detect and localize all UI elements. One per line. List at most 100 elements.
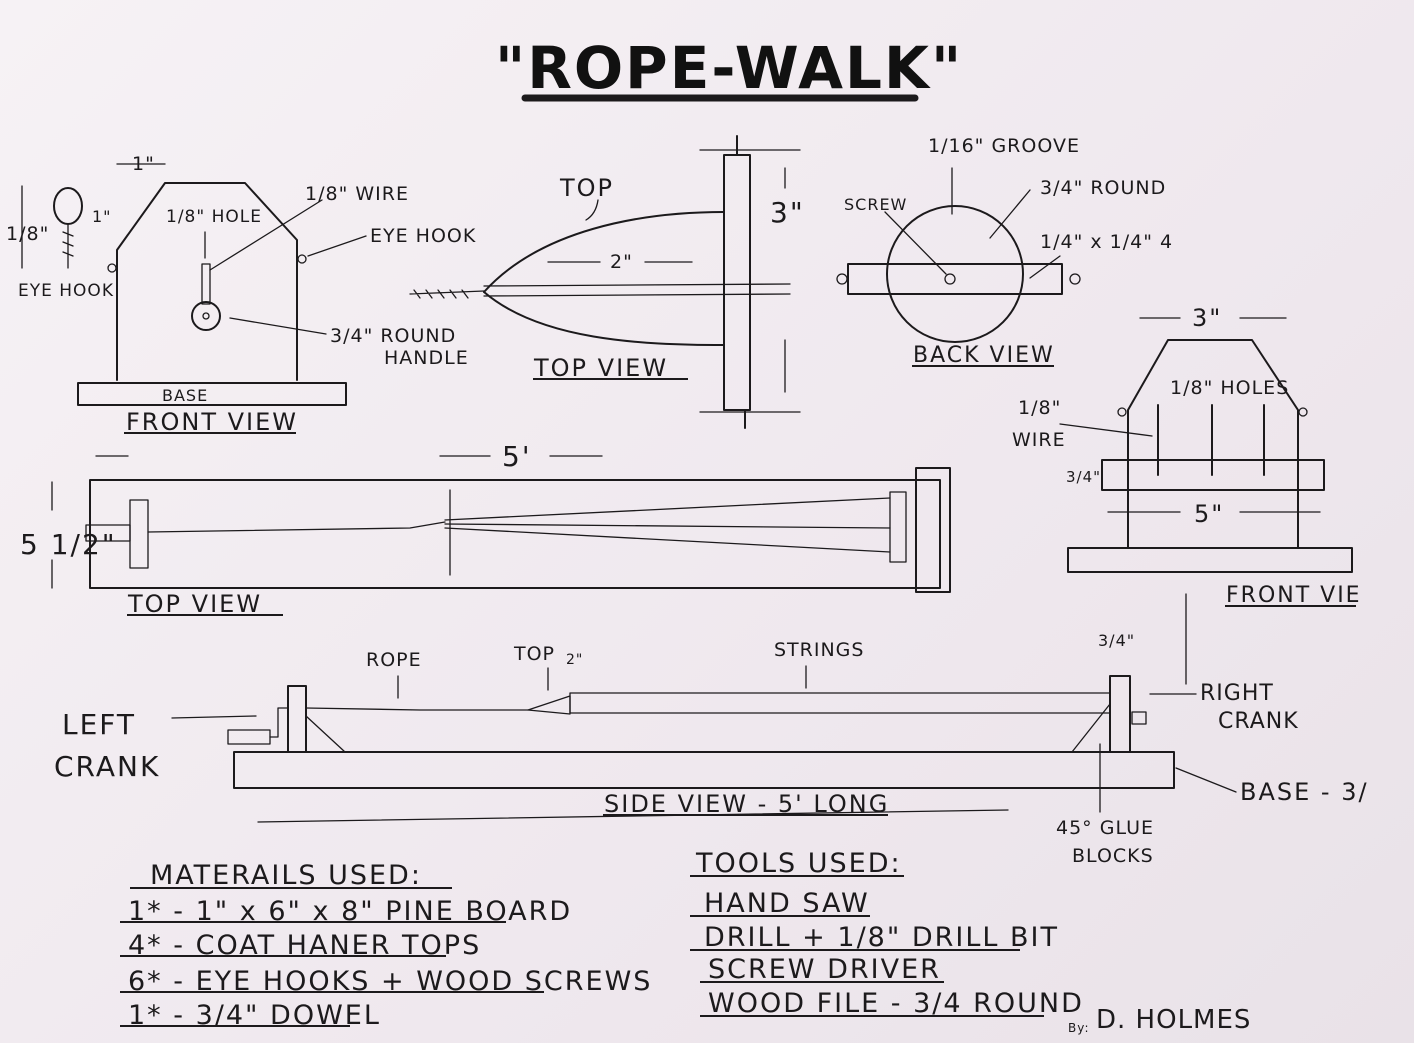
top-view-large-title: TOP VIEW [127,590,262,618]
handle-leader [229,317,327,335]
front-view-upright [116,182,298,381]
tools-item: HAND SAW [704,888,870,919]
top-curve-lower [483,291,725,346]
string-line-2 [483,293,791,297]
dim-1in-vertical: 1" [92,207,112,226]
handle-center [202,312,210,320]
groove-label: 1/16" GROOVE [928,135,1080,157]
left-crank-arm [269,707,289,738]
side-rope [305,707,529,711]
strings-label: STRINGS [774,639,864,661]
front-right-dim5: 5" [1194,500,1224,528]
front-view-right: 3" 1/8" HOLES 1/8" WIRE 3/4" 5" FRONT VI… [1012,304,1362,608]
right-crank-label-1: RIGHT [1200,681,1274,706]
left-glue-block [305,715,346,753]
back-eye-left [836,273,848,285]
top-view-small: 3" 2" TOP TOP VIEW [409,135,805,429]
front-right-dim34: 3/4" [1066,468,1101,486]
dim-5half: 5 1/2" [20,528,117,561]
top-view-right-bar [889,491,907,563]
top-view-string-1 [444,497,891,521]
top-view-large: 5' 5 1/2" TOP VIEW [20,440,951,618]
side-right-post [1109,675,1131,753]
side-view: ROPE TOP 2" STRINGS 3/4" LEFT CRANK RIGH… [54,593,1369,867]
back-view-round [886,205,1024,343]
back-view-title: BACK VIEW [913,343,1055,368]
top-leader [585,199,599,221]
wire-shaft [201,263,211,305]
top-label: TOP [559,174,614,202]
right-glue-block [1071,703,1111,753]
side-length-line [257,809,1009,823]
front-right-wire-leader [1059,423,1153,437]
author-name: D. HOLMES [1096,1005,1251,1035]
front-right-base [1067,547,1353,573]
dim-3in: 3" [770,196,805,229]
front-right-eye-left [1117,407,1127,417]
eye-hook-illustration-icon [53,187,83,225]
front-view-base [77,382,347,406]
front-right-title: FRONT VIE [1226,583,1362,608]
eye-hook-screw [62,223,74,269]
side-left-post [287,685,307,753]
front-view-small: BASE 1/8" EYE HOOK 1" 1" 1/8" WIRE 1/8" … [6,153,476,436]
left-crank-handle [227,729,271,745]
materials-list: MATERAILS USED: 1* - 1" x 6" x 8" PINE B… [120,860,650,1031]
top-view-board [89,479,941,589]
square-leader [1029,255,1061,279]
eye-hook-right-label: EYE HOOK [370,225,476,247]
left-crank-leader [171,715,257,719]
top-view-left-bar [129,499,149,569]
tools-list: TOOLS USED: HAND SAW DRILL + 1/8" DRILL … [690,848,1084,1019]
front-right-wire-label-2: WIRE [1012,429,1066,451]
eye-hook-right-leader [307,235,367,257]
left-crank-label-2: CRANK [54,750,160,783]
top-view-string-2 [444,523,891,529]
handle-label-2: HANDLE [384,347,469,369]
front-right-holes: 1/8" HOLES [1170,377,1289,399]
tools-item: WOOD FILE - 3/4 ROUND [708,988,1084,1019]
back-view-bar [847,263,1063,295]
front-view-title: FRONT VIEW [126,408,298,436]
top-view-left-handle [85,524,131,542]
right-crank-label-2: CRANK [1218,709,1299,734]
dim-1in: 1" [132,153,155,175]
eye-hook-right [297,254,307,264]
glue-label-1: 45° GLUE [1056,817,1154,839]
eye-hook-label: EYE HOOK [18,281,114,301]
left-crank-label-1: LEFT [62,708,136,741]
round-label: 3/4" ROUND [1040,177,1166,199]
front-right-wire-label-1: 1/8" [1018,397,1061,419]
twisted-rope-end [409,289,485,299]
top-view-right-post [915,467,951,593]
screw-leader [884,211,947,275]
wire-leader [209,199,323,271]
page-title: "ROPE-WALK" [495,34,963,102]
rope-label: ROPE [366,649,422,671]
screw-head [944,273,956,285]
front-base-label: BASE [162,386,208,405]
base-label: BASE - 3/ [1240,778,1369,806]
top-view-crossbar [723,154,751,411]
square-label: 1/4" x 1/4" 4 [1040,231,1173,253]
side-dim34: 3/4" [1098,631,1135,650]
tools-heading: TOOLS USED: [695,848,902,879]
top-view-rope [147,521,446,533]
back-view: 1/16" GROOVE 3/4" ROUND SCREW 1/4" x 1/4… [836,135,1173,368]
top-curve-upper [483,211,725,293]
handle-label-1: 3/4" ROUND [330,325,456,347]
hole-label: 1/8" HOLE [166,207,262,227]
side-strings [569,692,1111,714]
round-leader [989,189,1031,239]
side-top-2in: 2" [566,652,583,668]
top-view-small-title: TOP VIEW [533,354,668,382]
tools-item: DRILL + 1/8" DRILL BIT [704,922,1059,953]
materials-heading: MATERAILS USED: [150,860,422,891]
eye-hook-dim: 1/8" [6,223,49,245]
wire-label: 1/8" WIRE [305,183,409,205]
glue-label-2: BLOCKS [1072,845,1154,867]
front-right-eye-right [1298,407,1308,417]
tools-item: SCREW DRIVER [708,954,941,985]
